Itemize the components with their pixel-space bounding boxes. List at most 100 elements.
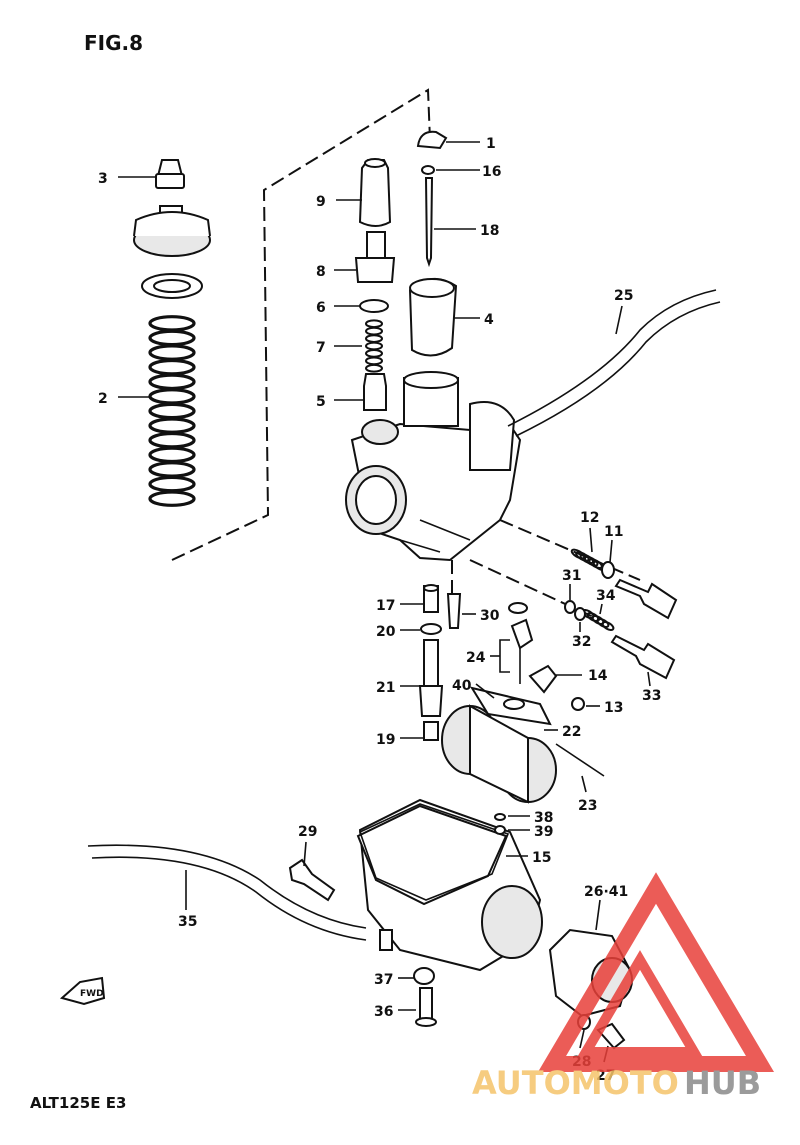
part-8-plunger-nut	[354, 231, 396, 283]
part-throttle-stop-screw	[614, 578, 678, 620]
automotohub-watermark-logo: AUTOMOTO HUB	[472, 872, 775, 1102]
part-19-main-jet	[423, 721, 439, 741]
part-18-jet-needle	[424, 177, 434, 268]
callout-17: 17	[376, 598, 395, 614]
callout-8: 8	[316, 264, 326, 280]
part-float-bowl	[356, 798, 543, 972]
callout-14: 14	[588, 668, 608, 684]
part-top-cap	[133, 205, 211, 257]
part-2-spring	[148, 315, 196, 507]
callout-labels: 1 2 3 4 5 6 7 8 9 11 12 13 14 15 16 17 1…	[98, 136, 661, 1084]
part-29-screw	[288, 858, 336, 902]
callout-36: 36	[374, 1004, 393, 1020]
part-16-ring	[421, 165, 435, 175]
callout-26-41: 26·41	[584, 884, 628, 900]
callout-1: 1	[486, 136, 496, 152]
callout-12: 12	[580, 510, 599, 526]
part-12-spring	[570, 548, 608, 572]
fwd-label: FWD	[80, 989, 104, 999]
part-11-oring	[601, 561, 615, 579]
spring-coil	[148, 388, 196, 405]
part-7-spring	[365, 319, 383, 373]
spring-coil	[148, 446, 196, 464]
callout-39: 39	[534, 824, 553, 840]
callout-7: 7	[316, 340, 326, 356]
part-22-float	[441, 704, 557, 804]
watermark-text-automoto: AUTOMOTO	[472, 1064, 679, 1102]
callout-32: 32	[572, 634, 591, 650]
callout-6: 6	[316, 300, 326, 316]
callout-31: 31	[562, 568, 581, 584]
spring-coil	[148, 315, 196, 332]
spring-coil	[365, 356, 383, 366]
part-30-pilot-jet	[446, 593, 462, 629]
part-33-pilot-screw	[610, 634, 676, 680]
spring-coil	[365, 363, 383, 373]
part-35-overflow-hose	[87, 844, 367, 941]
part-gasket	[141, 273, 203, 299]
spring-coil	[148, 358, 196, 376]
spring-coil	[365, 319, 383, 329]
part-oring-small	[508, 602, 528, 614]
spring-coil	[148, 402, 196, 420]
callout-34: 34	[596, 588, 616, 604]
spring-coil	[148, 475, 196, 493]
callout-37: 37	[374, 972, 393, 988]
part-32-oring	[574, 607, 586, 621]
spring-coil	[365, 341, 383, 351]
part-5-plunger	[363, 373, 387, 411]
callout-24: 24	[466, 650, 486, 666]
part-4-throttle-slide	[408, 278, 458, 357]
callout-25: 25	[614, 288, 633, 304]
part-37-drain-plug	[413, 967, 435, 985]
part-20-oring	[420, 623, 442, 635]
callout-22: 22	[562, 724, 581, 740]
model-code: ALT125E E3	[30, 1094, 126, 1112]
spring-coil	[148, 490, 196, 507]
callout-19: 19	[376, 732, 395, 748]
part-25-vent-hose	[507, 289, 721, 437]
fwd-arrow-icon: FWD	[59, 976, 106, 1006]
part-carburetor-body	[345, 371, 522, 562]
part-31-washer	[564, 600, 576, 614]
spring-coil	[148, 461, 196, 478]
part-34-spring	[581, 609, 615, 631]
spring-coil	[148, 373, 196, 391]
part-39-ring	[494, 825, 506, 835]
callout-5: 5	[316, 394, 326, 410]
part-24-float-valve	[510, 618, 534, 684]
callout-9: 9	[316, 194, 326, 210]
callout-21: 21	[376, 680, 395, 696]
part-38-ring	[494, 813, 506, 821]
spring-coil	[148, 417, 196, 434]
spring-coil	[365, 326, 383, 336]
callout-20: 20	[376, 624, 396, 640]
callout-3: 3	[98, 171, 108, 187]
spring-coil	[596, 618, 610, 628]
part-21-needle-jet	[418, 639, 444, 717]
spring-coil	[148, 431, 196, 449]
part-1-clip	[416, 130, 448, 150]
part-36-screw	[415, 987, 437, 1027]
callout-40: 40	[452, 678, 472, 694]
assembly-dashed-bracket	[171, 88, 431, 561]
part-17-jet	[423, 584, 439, 613]
part-14-clip	[528, 664, 558, 694]
part-6-washer	[359, 299, 389, 313]
spring-coil	[148, 344, 196, 361]
callout-30: 30	[480, 608, 500, 624]
figure-title: FIG.8	[84, 31, 143, 55]
watermark-text-hub: HUB	[684, 1064, 761, 1102]
callout-4: 4	[484, 312, 494, 328]
spring-coil	[601, 621, 615, 631]
part-3-cap-nut	[155, 159, 185, 189]
spring-coil	[365, 334, 383, 343]
callout-18: 18	[480, 223, 499, 239]
spring-coil	[148, 329, 196, 347]
callout-13: 13	[604, 700, 623, 716]
callout-15: 15	[532, 850, 551, 866]
callout-35: 35	[178, 914, 197, 930]
callout-23: 23	[578, 798, 597, 814]
part-15-bowl-gasket	[359, 803, 510, 901]
